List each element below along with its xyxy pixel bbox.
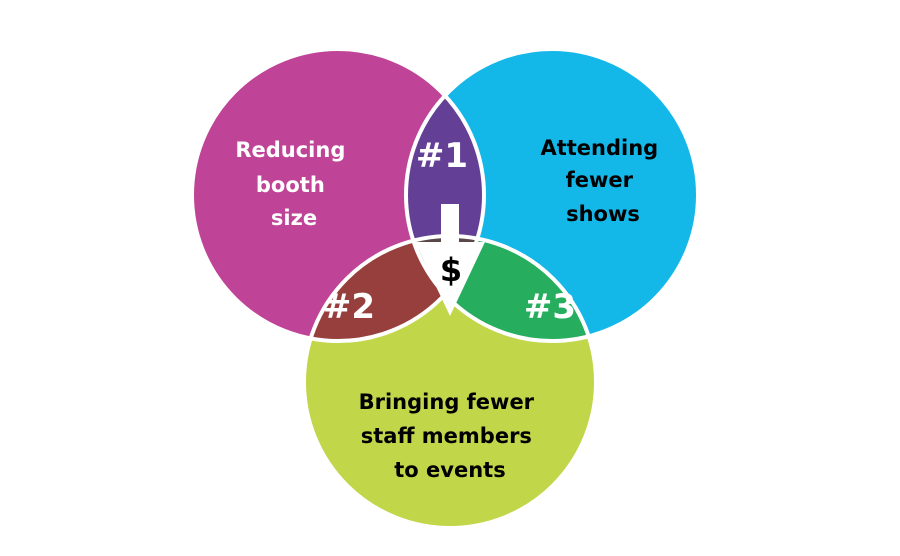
label-right: Attending fewer shows (540, 136, 665, 226)
overlap-label-3: #3 (524, 287, 576, 327)
overlap-left-bottom (304, 236, 484, 341)
label-bottom: Bringing fewer staff members to events (359, 390, 542, 482)
label-left: Reducing booth size (235, 138, 352, 230)
overlap-label-2: #2 (323, 287, 375, 327)
down-arrow-icon (415, 204, 485, 316)
overlap-label-1: #1 (416, 136, 468, 176)
overlap-right-bottom (406, 236, 596, 341)
circle-left-outline (190, 47, 486, 343)
circle-right-outline (404, 47, 700, 343)
dollar-label: $ (440, 251, 462, 289)
